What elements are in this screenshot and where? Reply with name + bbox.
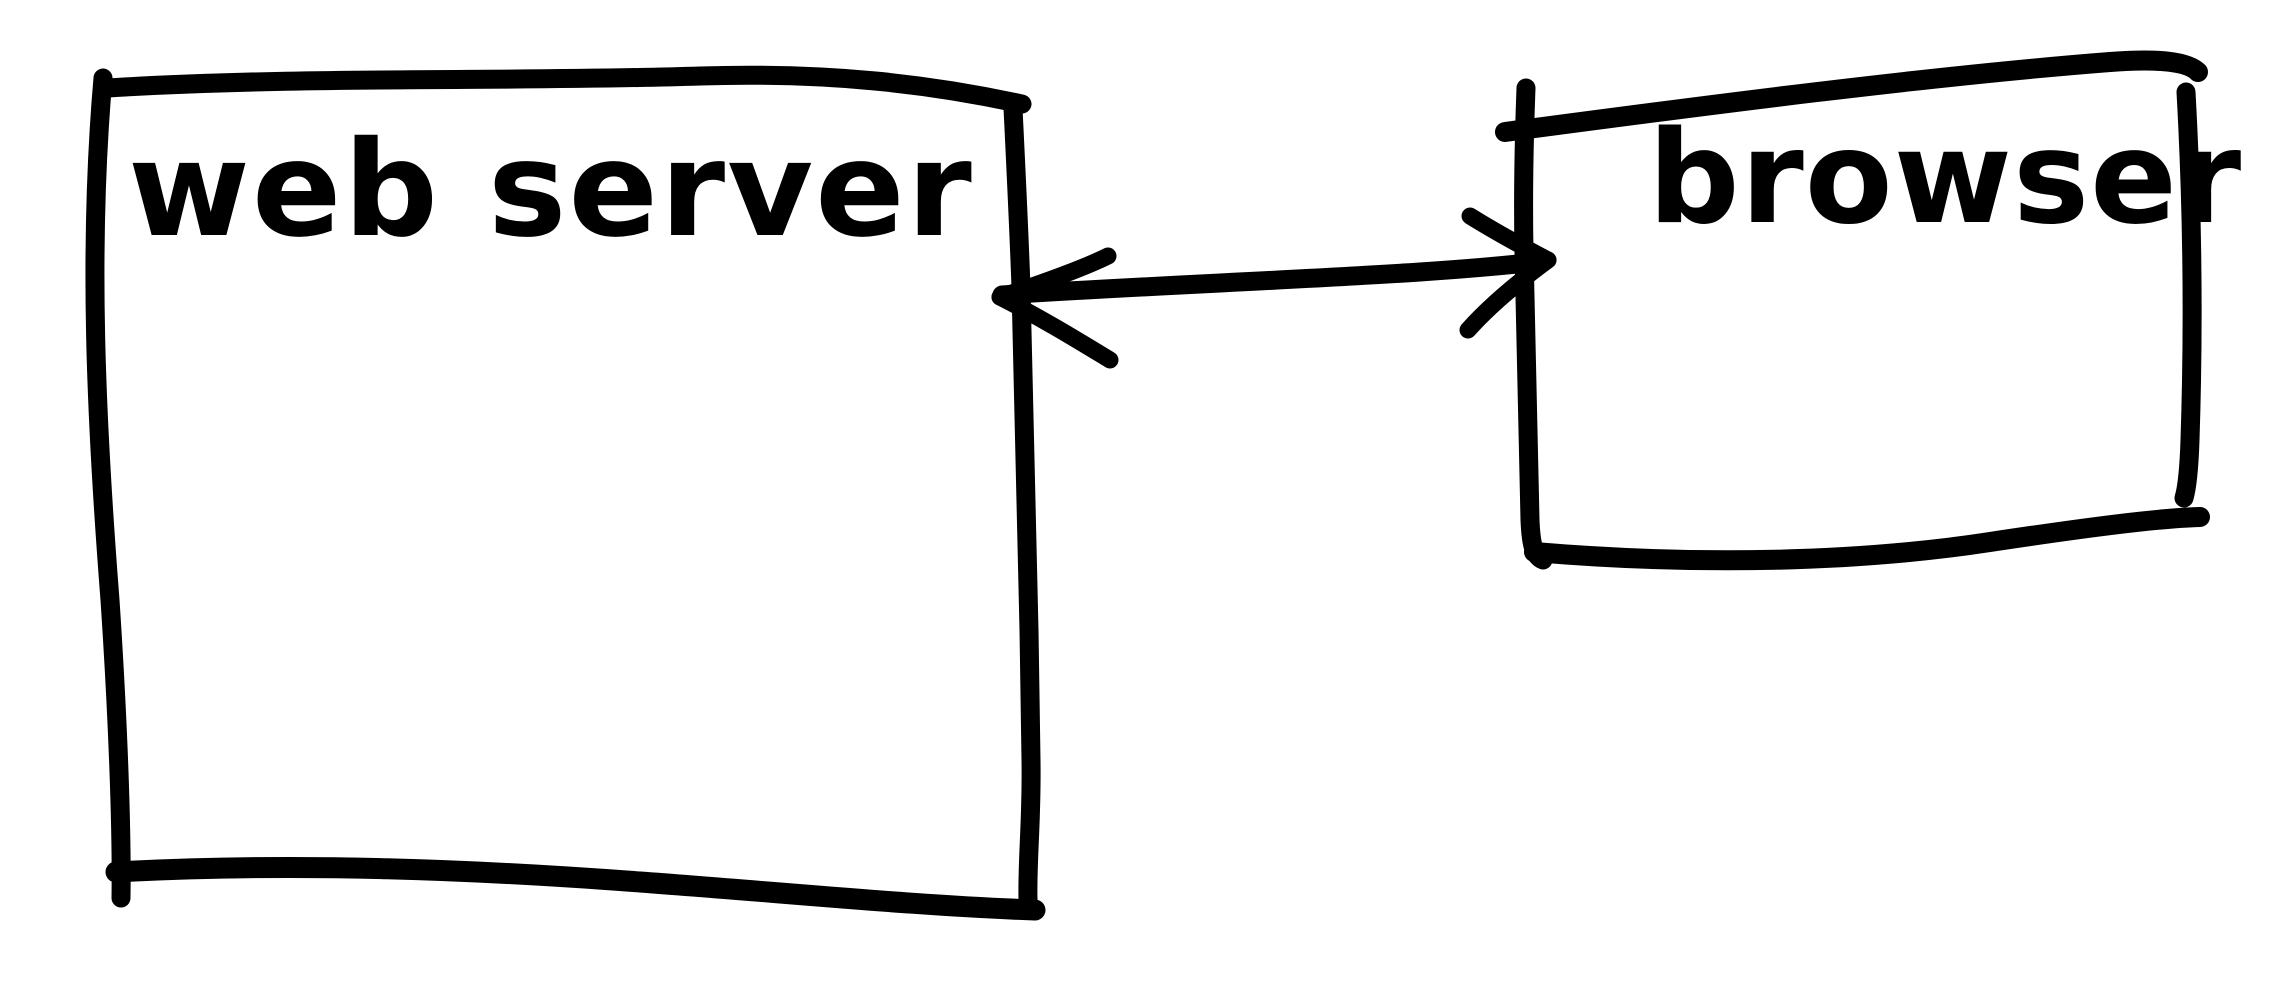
arrow-shaft: [992, 251, 1555, 305]
browser-box-right-edge: [2174, 82, 2202, 508]
web-server-box-bottom-edge: [105, 856, 1046, 921]
web-server-box-top-edge: [98, 65, 1032, 114]
edge-web-server-browser[interactable]: [991, 207, 1557, 369]
web-server-box-right-edge-upper: [1003, 98, 1031, 298]
arrow-head-right-lower-barb: [1459, 251, 1557, 339]
browser-box-bottom-edge: [1524, 507, 2210, 571]
browser-box-top-edge: [1495, 50, 2208, 142]
node-browser[interactable]: browser: [1495, 50, 2242, 571]
arrow-head-left-lower-barb: [991, 288, 1119, 369]
node-web-server[interactable]: web server: [85, 65, 1046, 921]
web-server-box-left-edge: [85, 68, 131, 908]
web-server-label: web server: [128, 113, 974, 267]
arrow-head-left-upper-barb: [991, 247, 1117, 306]
browser-box-left-edge-lower: [1514, 242, 1553, 570]
arrow-head-right-upper-barb: [1461, 207, 1557, 269]
web-server-box-right-edge-lower: [1011, 278, 1041, 910]
browser-box-left-edge-upper: [1514, 78, 1536, 262]
browser-label: browser: [1648, 104, 2242, 253]
